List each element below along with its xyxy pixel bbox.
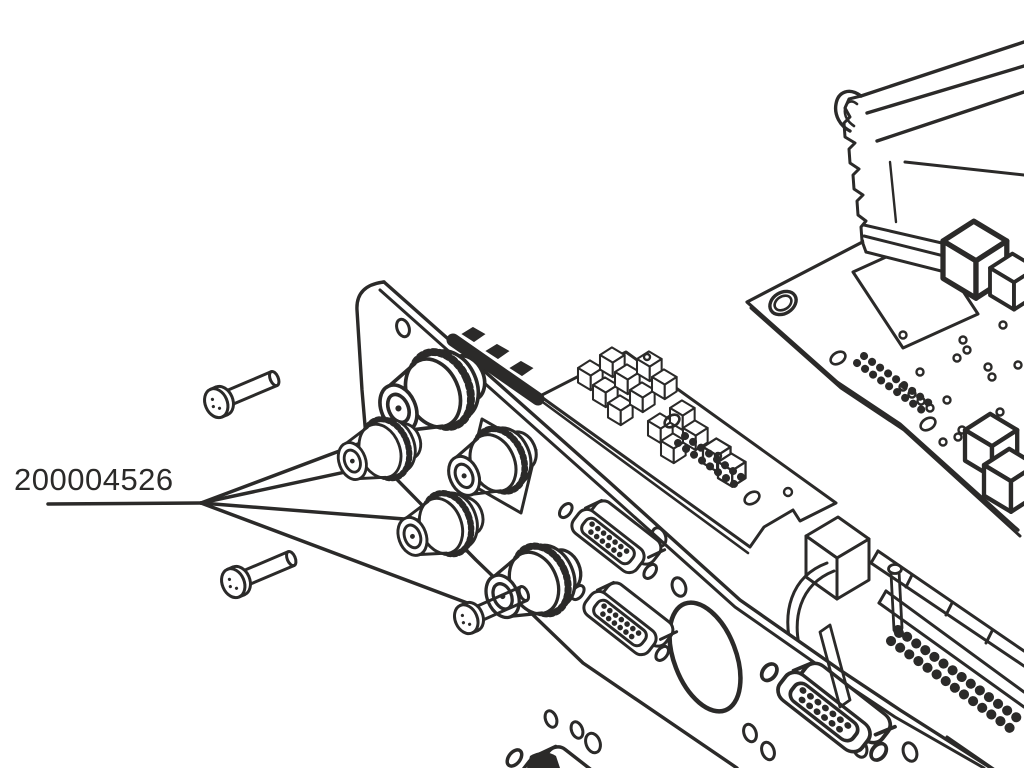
standoff-pin — [887, 563, 904, 638]
pan-head-screw-bottom — [215, 541, 303, 603]
panel-top-edge-inner — [378, 288, 986, 768]
relay-box — [786, 515, 871, 662]
panel-pcb — [538, 346, 838, 555]
panel-holes — [395, 317, 919, 763]
pin-post — [818, 623, 852, 709]
profile-grooves — [842, 94, 868, 254]
part-number-label: 200004526 — [14, 462, 174, 497]
terminal-strip — [446, 325, 545, 406]
panel-pcb-components — [576, 346, 747, 488]
panel-corner-and-left-edge — [355, 280, 386, 451]
db-connector-bottom-partial — [501, 725, 636, 768]
panel-top-edge — [382, 280, 993, 768]
pan-head-screw-top — [198, 361, 286, 423]
circular-connector-3-flanged — [438, 415, 547, 513]
pcb-mounting-hole — [768, 289, 798, 317]
panel-oval-cutout — [667, 600, 743, 714]
profile-hook — [833, 89, 863, 133]
